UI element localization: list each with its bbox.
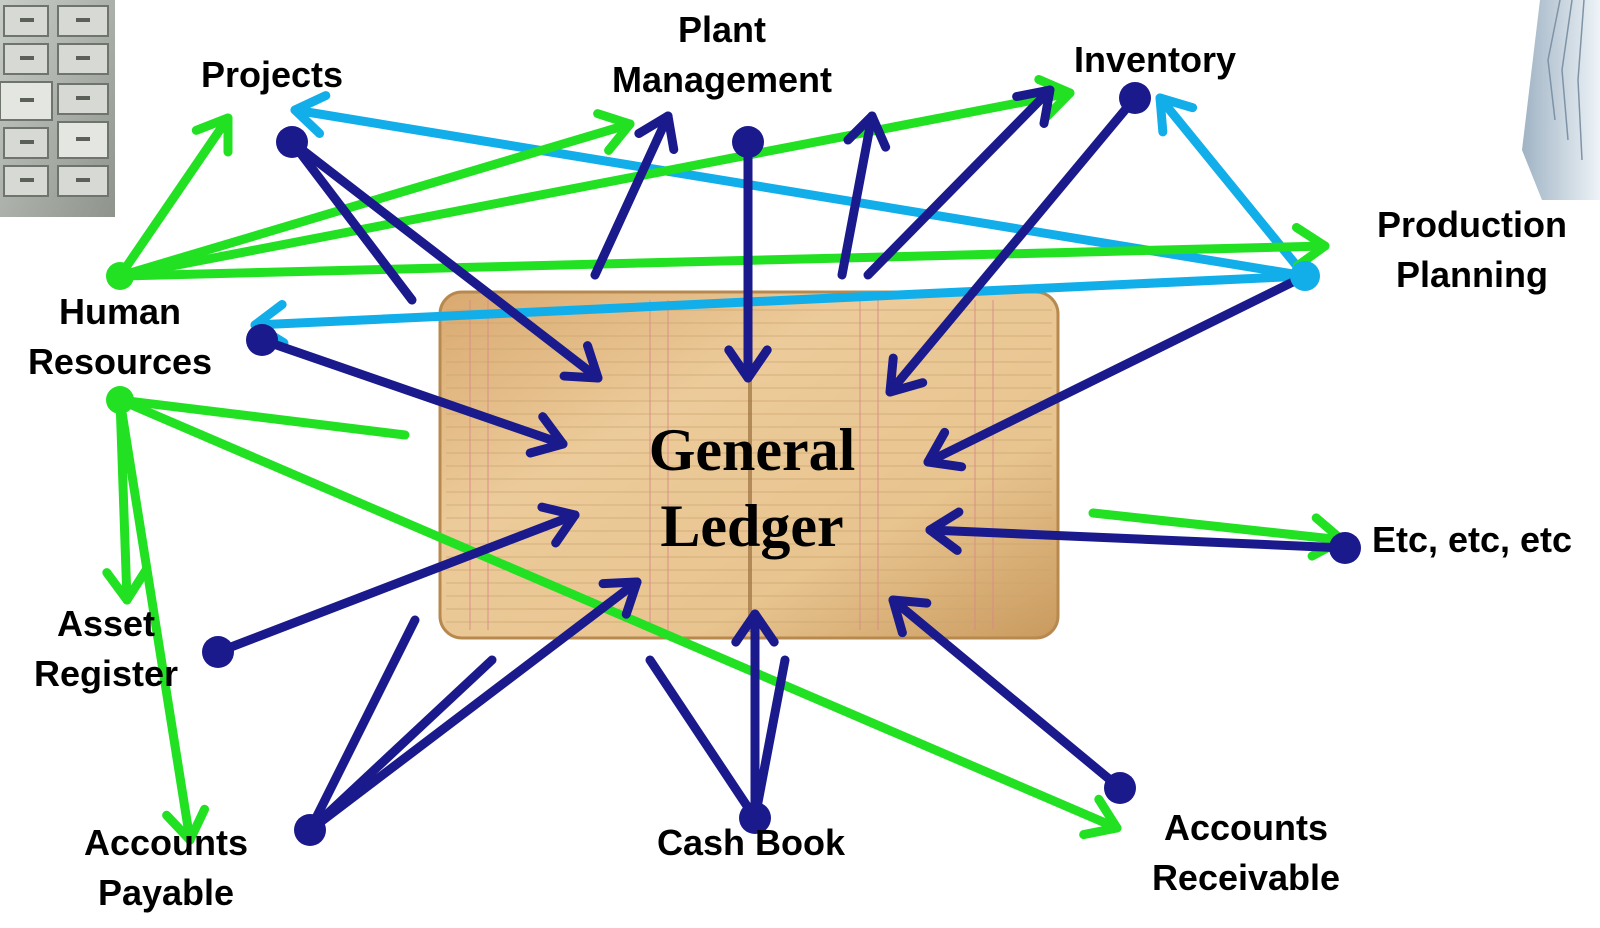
connector-arrows [102, 74, 1361, 846]
arrow-hr-to-ledger [246, 324, 568, 458]
arrow-accounts-receivable-to-ledger [888, 595, 1136, 804]
chevron-arrowhead-icon [1291, 223, 1330, 271]
arrow-cash-book-to-ledger-c [750, 655, 790, 823]
endpoint-dot-icon [1329, 532, 1361, 564]
chevron-arrowhead-icon [885, 353, 928, 397]
node-inventory: Inventory [1074, 39, 1236, 80]
endpoint-dot-icon [1104, 772, 1136, 804]
hr-hub-dot-icon [106, 262, 134, 290]
arrow-plant-management-to-ledger [724, 126, 772, 383]
chevron-arrowhead-icon [593, 109, 635, 155]
endpoint-dot-icon [246, 324, 278, 356]
arrow-hr-to-accounts-payable [115, 395, 210, 845]
chevron-arrowhead-icon [102, 566, 150, 605]
node-human-resources-line2: Resources [28, 341, 212, 382]
node-cash-book: Cash Book [657, 822, 846, 863]
chevron-arrowhead-icon [559, 341, 603, 383]
node-accounts-receivable-line2: Receivable [1152, 857, 1340, 898]
arrow-hr-to-accounts-receivable [115, 395, 1122, 840]
chevron-arrowhead-icon [724, 345, 772, 383]
node-human-resources-line1: Human [59, 291, 181, 332]
arrow-hr-to-inventory [115, 74, 1075, 281]
node-plant-management-line1: Plant [678, 9, 766, 50]
chevron-arrowhead-icon [1155, 93, 1198, 137]
chevron-arrowhead-icon [290, 91, 331, 138]
chevron-arrowhead-icon [634, 111, 679, 155]
arrow-hr-to-projects [115, 113, 233, 281]
node-labels: Projects Plant Management Inventory Prod… [28, 9, 1572, 913]
node-plant-management-line2: Management [612, 59, 832, 100]
ledger-title-line1: General [649, 417, 856, 483]
arrow-hr-to-ledger-edge [115, 395, 410, 440]
arrow-ledger-to-plant-management-b [837, 111, 891, 280]
arrow-asset-register-to-ledger [202, 502, 580, 668]
node-asset-register-line1: Asset [57, 603, 155, 644]
arrow-inventory-to-ledger [885, 82, 1151, 397]
endpoint-dot-icon [1119, 82, 1151, 114]
chevron-arrowhead-icon [843, 111, 891, 152]
chevron-arrowhead-icon [731, 609, 779, 647]
prodplan-hub-dot-icon [1290, 261, 1320, 291]
node-accounts-receivable-line1: Accounts [1164, 807, 1328, 848]
filing-cabinet-picture [0, 0, 115, 217]
node-asset-register-line2: Register [34, 653, 178, 694]
arrow-prodplan-to-ledger [923, 271, 1310, 472]
arrow-ledger-to-inventory [863, 85, 1055, 280]
chevron-arrowhead-icon [925, 507, 964, 555]
chevron-arrowhead-icon [1012, 85, 1055, 128]
node-etc: Etc, etc, etc [1372, 519, 1572, 560]
chevron-arrowhead-icon [162, 804, 210, 845]
chevron-arrowhead-icon [598, 577, 642, 619]
chevron-arrowhead-icon [1079, 794, 1122, 840]
arrow-ledger-to-plant-management [590, 111, 679, 280]
endpoint-dot-icon [202, 636, 234, 668]
hr-hub-dot-icon [106, 386, 134, 414]
arrow-accounts-payable-to-ledger-c [305, 615, 420, 835]
arrow-cash-book-to-ledger-b [645, 655, 760, 823]
chevron-arrowhead-icon [191, 113, 233, 157]
endpoint-dot-icon [732, 126, 764, 158]
chevron-arrowhead-icon [1034, 74, 1075, 122]
ledger-gap-masks [400, 262, 820, 654]
arrow-etc-to-ledger [925, 507, 1361, 564]
node-production-planning-line2: Planning [1396, 254, 1548, 295]
node-projects: Projects [201, 54, 343, 95]
node-accounts-payable-line1: Accounts [84, 822, 248, 863]
document-stack-picture [1522, 0, 1600, 200]
arrow-hr-to-production-planning [115, 223, 1330, 281]
chevron-arrowhead-icon [537, 502, 580, 548]
ledger-title-line2: Ledger [660, 493, 843, 559]
arrow-projects-to-ledger-b [287, 137, 417, 305]
chevron-arrowhead-icon [923, 427, 967, 472]
arrow-projects-to-ledger [276, 126, 603, 383]
chevron-arrowhead-icon [525, 412, 568, 458]
arrow-accounts-payable-to-ledger-b [305, 655, 497, 835]
node-accounts-payable-line2: Payable [98, 872, 234, 913]
node-production-planning-line1: Production [1377, 204, 1567, 245]
chevron-arrowhead-icon [888, 595, 932, 638]
arrow-hr-to-plant-management [115, 109, 635, 281]
